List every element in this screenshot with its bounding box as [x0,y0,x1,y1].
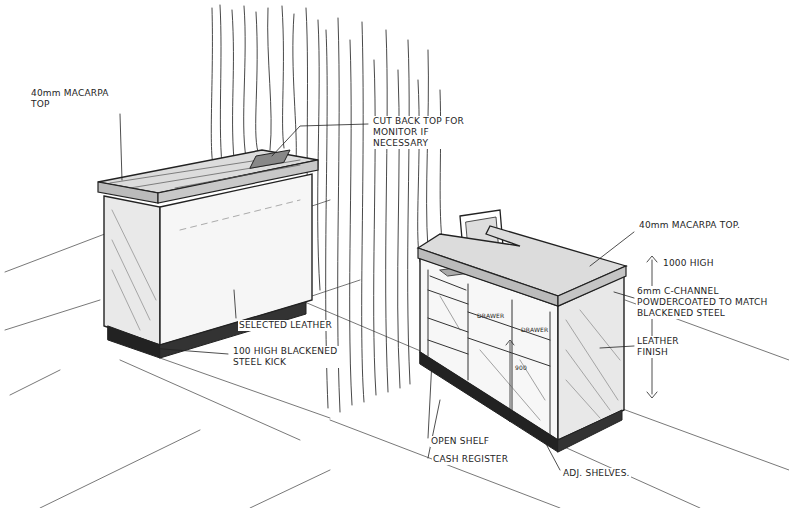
right-reception-desk [418,210,626,452]
annotation-label: LEATHER FINISH [636,336,702,358]
annotation-label: 6mm C-CHANNEL POWDERCOATED TO MATCH BLAC… [636,286,786,319]
leader-lines [120,114,657,470]
annotation-label: DRAWER [520,326,549,333]
annotation-label: SELECTED LEATHER [238,320,333,331]
annotation-label: DRAWER [476,312,505,319]
annotation-label: 900 [514,364,528,371]
annotation-label: CUT BACK TOP FOR MONITOR IF NECESSARY [372,116,466,149]
annotation-label: 40mm MACARPA TOP. [638,220,741,231]
annotation-label: 1000 HIGH [662,258,715,269]
annotation-label: CASH REGISTER [432,454,509,465]
annotation-label: ADJ. SHELVES. [562,468,631,479]
annotation-label: 40mm MACARPA TOP [30,88,122,110]
annotation-label: OPEN SHELF [430,436,490,447]
annotation-label: 100 HIGH BLACKENED STEEL KICK [232,346,344,368]
